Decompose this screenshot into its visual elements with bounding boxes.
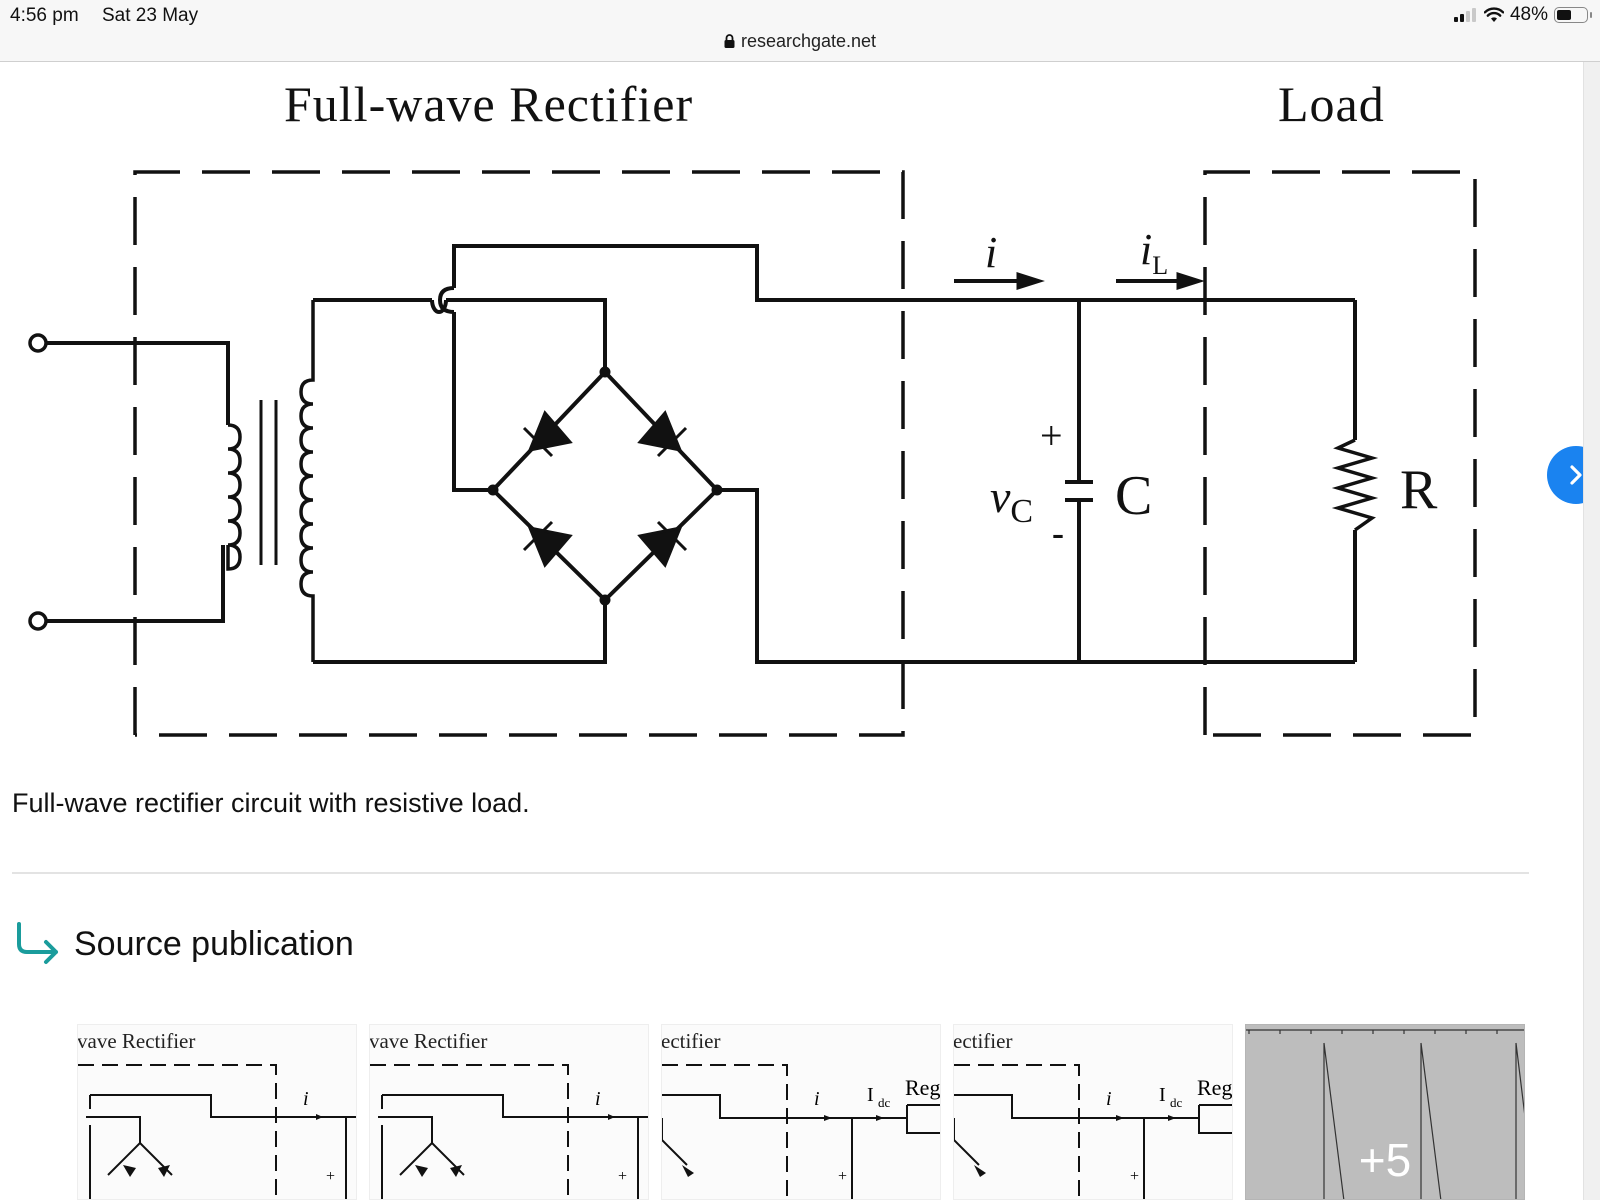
status-time: 4:56 pm [10,5,79,26]
thumb-label-reg: Reg [905,1075,940,1100]
thumb-label-idc: I [1159,1084,1166,1106]
more-figures-count: +5 [1358,1134,1412,1186]
label-current-i: i [985,228,998,277]
figure-caption: Full-wave rectifier circuit with resisti… [12,788,530,818]
load-boundary [1203,170,1477,737]
status-date: Sat 23 May [102,5,199,26]
svg-text:+: + [618,1168,627,1185]
battery-icon [1554,7,1592,23]
thumb-label-reg: Reg [1197,1075,1232,1100]
label-capacitor: C [1115,465,1153,527]
thumbnail-label: ectifier [661,1029,721,1053]
status-right: 48% [1453,4,1592,26]
thumb-label-i: i [814,1088,820,1110]
input-terminal-bottom [28,611,48,631]
diode-bottom-left [527,525,573,568]
thumb-label-i: i [1106,1088,1112,1110]
adjacent-panel-edge [1583,62,1600,1200]
battery-percent: 48% [1509,4,1548,25]
address-bar[interactable]: researchgate.net [0,31,1600,52]
thumbnail-more-figures[interactable]: +5 [1245,1024,1525,1200]
url-text: researchgate.net [740,31,877,51]
thumbnail-waveform [1246,1029,1524,1199]
signal-icon [1453,8,1476,22]
svg-text:+: + [838,1168,847,1185]
label-current-il: iL [1140,224,1168,281]
source-publication-title: Source publication [74,924,354,963]
thumbnail-label: vave Rectifier [369,1029,488,1053]
label-minus: - [1052,513,1064,553]
secondary-winding [299,300,315,662]
transformer-core [259,400,278,565]
svg-text:+: + [326,1168,335,1185]
section-divider [12,872,1529,874]
thumbnail-circuit: + i [370,1064,648,1199]
thumb-label-idc-sub: dc [1170,1095,1183,1110]
diode-bottom-right [637,525,683,568]
label-vc-main: v [990,471,1011,522]
diode-top-left [527,410,573,453]
label-il-main: i [1140,225,1153,274]
label-resistor: R [1400,459,1438,521]
label-vc: vC [990,470,1033,531]
chevron-right-icon [1570,465,1582,485]
label-plus: + [1040,413,1063,458]
wifi-icon [1483,7,1504,22]
bridge-rectifier [490,369,720,603]
page-content: Full-wave Rectifier Load [0,62,1600,1200]
thumbnail-label: vave Rectifier [77,1029,196,1053]
thumb-label-i: i [303,1088,309,1110]
label-vc-sub: C [1010,493,1034,531]
input-terminal-top [28,333,48,353]
thumbnail-figure-2[interactable]: vave Rectifier + i [369,1024,649,1200]
status-bar: 4:56 pm Sat 23 May 48% researchgate.net [0,0,1600,62]
circuit-diagram [28,170,1477,737]
rectifier-boundary [133,170,905,737]
capacitor [1065,480,1093,502]
diode-top-right [637,410,683,453]
lock-icon [724,34,735,48]
thumbnail-circuit: + i [78,1064,356,1199]
figure-thumbnails: vave Rectifier + i vave Rectifier [77,1024,1525,1200]
resistor [1331,438,1379,532]
figure-title-rectifier: Full-wave Rectifier [284,76,694,132]
source-publication-header: Source publication [14,922,354,966]
circuit-figure: Full-wave Rectifier Load [0,62,1583,782]
thumbnail-label: ectifier [953,1029,1013,1053]
thumb-label-idc: I [867,1084,874,1106]
thumb-label-i: i [595,1088,601,1110]
figure-title-load: Load [1278,76,1385,132]
label-il-sub: L [1152,250,1169,280]
primary-winding [226,423,242,571]
thumbnail-figure-1[interactable]: vave Rectifier + i [77,1024,357,1200]
thumb-label-idc-sub: dc [878,1095,891,1110]
arrow-return-right-icon [17,922,58,964]
svg-text:+: + [1130,1168,1139,1185]
